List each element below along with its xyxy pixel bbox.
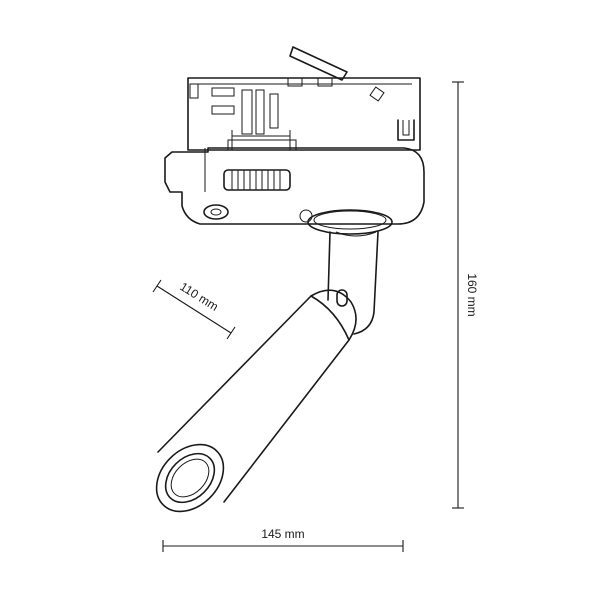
spotlight-head	[155, 289, 357, 513]
track-adapter	[164, 46, 425, 225]
width-label: 145 mm	[261, 527, 304, 541]
height-label: 160 mm	[465, 273, 479, 316]
dimension-height: 160 mm	[452, 81, 479, 509]
head-length-label: 110 mm	[177, 279, 220, 313]
dimension-head-length: 110 mm	[152, 279, 236, 340]
switch-grip	[231, 170, 281, 190]
dimension-width: 145 mm	[162, 527, 404, 552]
swivel-arm	[299, 209, 393, 335]
